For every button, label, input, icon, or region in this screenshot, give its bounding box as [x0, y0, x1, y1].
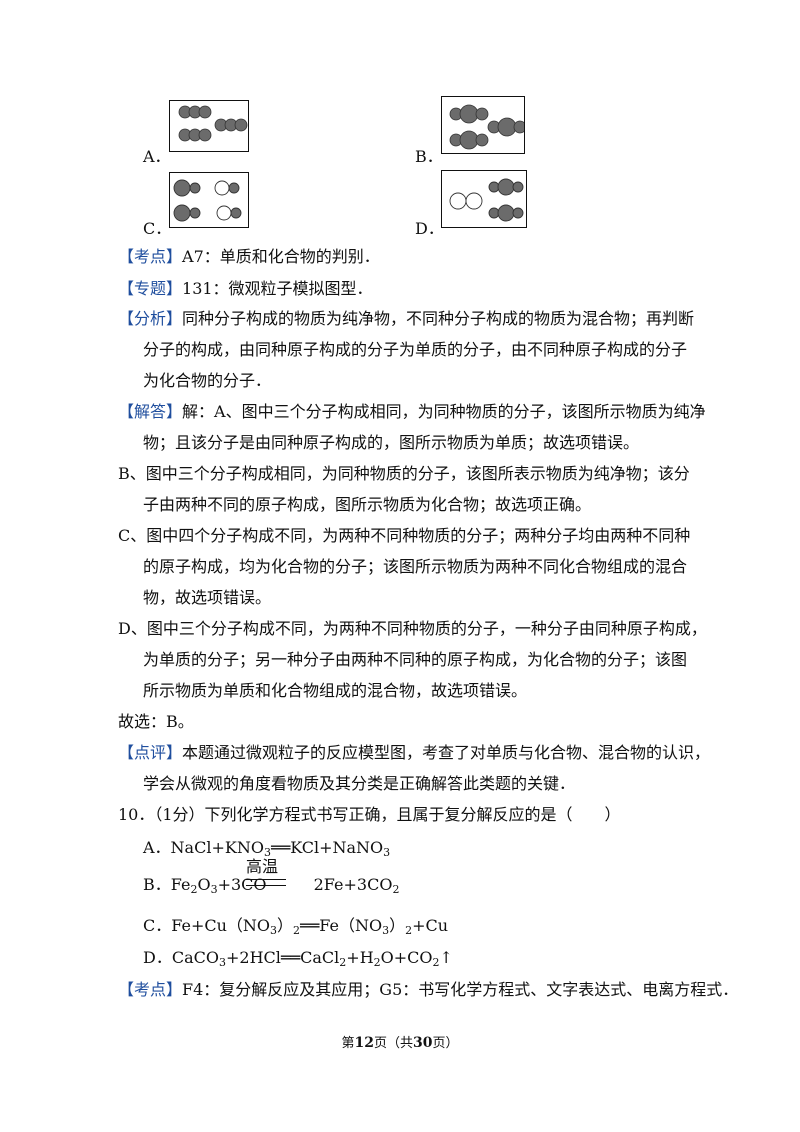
zhuanti-tag: 【专题】 [118, 279, 183, 298]
q10-kaodian-tag: 【考点】 [118, 980, 183, 999]
q10-option-c: C．Fe+Cu（NO3）2══Fe（NO3）2+Cu [143, 916, 449, 937]
page-footer: 第12页（共30页） [341, 1035, 459, 1051]
q10-option-a: A．NaCl+KNO3══KCl+NaNO3 [143, 838, 391, 859]
option-b-label: B． [415, 147, 443, 166]
zhuanti-text: 131：微观粒子模拟图型． [182, 279, 373, 298]
option-c-figure [169, 172, 249, 228]
jieda-text: 解：A、图中三个分子构成相同，为同种物质的分子，该图所示物质为纯净 [182, 402, 706, 421]
q10-kaodian-text: F4：复分解反应及其应用；G5：书写化学方程式、文字表达式、电离方程式． [182, 980, 739, 999]
q10-kaodian-line: 【考点】F4：复分解反应及其应用；G5：书写化学方程式、文字表达式、电离方程式． [118, 979, 738, 1001]
jieda-line-10: 所示物质为单质和化合物组成的混合物，故选项错误。 [143, 681, 528, 700]
kaodian-text: A7：单质和化合物的判别． [182, 247, 380, 266]
kaodian-tag: 【考点】 [118, 247, 183, 266]
jieda-line-8: D、图中三个分子构成不同，为两种不同种物质的分子，一种分子由同种原子构成， [118, 619, 707, 638]
q10-stem: 10．（1分）下列化学方程式书写正确，且属于复分解反应的是（ ） [118, 805, 621, 824]
dianping-line-1: 【点评】本题通过微观粒子的反应模型图，考查了对单质与化合物、混合物的认识， [118, 742, 710, 764]
fenxi-text: 同种分子构成的物质为纯净物，不同种分子构成的物质为混合物；再判断 [182, 309, 695, 328]
jieda-line-5: C、图中四个分子构成不同，为两种不同种物质的分子；两种分子均由两种不同种 [118, 526, 691, 545]
jieda-line-9: 为单质的分子；另一种分子由两种不同种的原子构成，为化合物的分子；该图 [143, 650, 688, 669]
q10-b-equals-bar [246, 879, 286, 886]
jieda-line-2: 物；且该分子是由同种原子构成的，图所示物质为单质；故选项错误。 [143, 433, 640, 452]
option-b-figure [441, 96, 525, 154]
jieda-tag: 【解答】 [118, 402, 183, 421]
q10-option-d: D．CaCO3+2HCl══CaCl2+H2O+CO2↑ [143, 948, 453, 969]
jieda-answer: 故选：B。 [118, 712, 194, 731]
option-a-label: A． [143, 147, 171, 166]
kaodian-line: 【考点】A7：单质和化合物的判别． [118, 246, 380, 268]
jieda-line-1: 【解答】解：A、图中三个分子构成相同，为同种物质的分子，该图所示物质为纯净 [118, 401, 706, 423]
option-c-label: C． [143, 219, 172, 238]
fenxi-line-2: 分子的构成，由同种原子构成的分子为单质的分子，由不同种原子构成的分子 [143, 340, 688, 359]
fenxi-tag: 【分析】 [118, 309, 183, 328]
dianping-text: 本题通过微观粒子的反应模型图，考查了对单质与化合物、混合物的认识， [182, 743, 711, 762]
q10-b-condition: 高温 [246, 857, 279, 876]
q10-option-b: B．Fe2O3+3CO 2Fe+3CO2 [143, 875, 400, 896]
jieda-line-6: 的原子构成，均为化合物的分子；该图所示物质为两种不同化合物组成的混合 [143, 557, 688, 576]
jieda-line-3: B、图中三个分子构成相同，为同种物质的分子，该图所表示物质为纯净物；该分 [118, 464, 690, 483]
jieda-line-7: 物，故选项错误。 [143, 588, 272, 607]
dianping-line-2: 学会从微观的角度看物质及其分类是正确解答此类题的关键． [143, 774, 576, 793]
zhuanti-line: 【专题】131：微观粒子模拟图型． [118, 278, 373, 300]
page-total: 30 [413, 1035, 433, 1051]
page-number: 12 [354, 1035, 374, 1051]
jieda-line-4: 子由两种不同的原子构成，图所示物质为化合物；故选项正确。 [143, 495, 592, 514]
dianping-tag: 【点评】 [118, 743, 183, 762]
fenxi-line-1: 【分析】同种分子构成的物质为纯净物，不同种分子构成的物质为混合物；再判断 [118, 308, 694, 330]
option-a-figure [169, 100, 249, 152]
option-d-figure [441, 170, 527, 228]
fenxi-line-3: 为化合物的分子． [143, 371, 272, 390]
option-d-label: D． [415, 219, 444, 238]
